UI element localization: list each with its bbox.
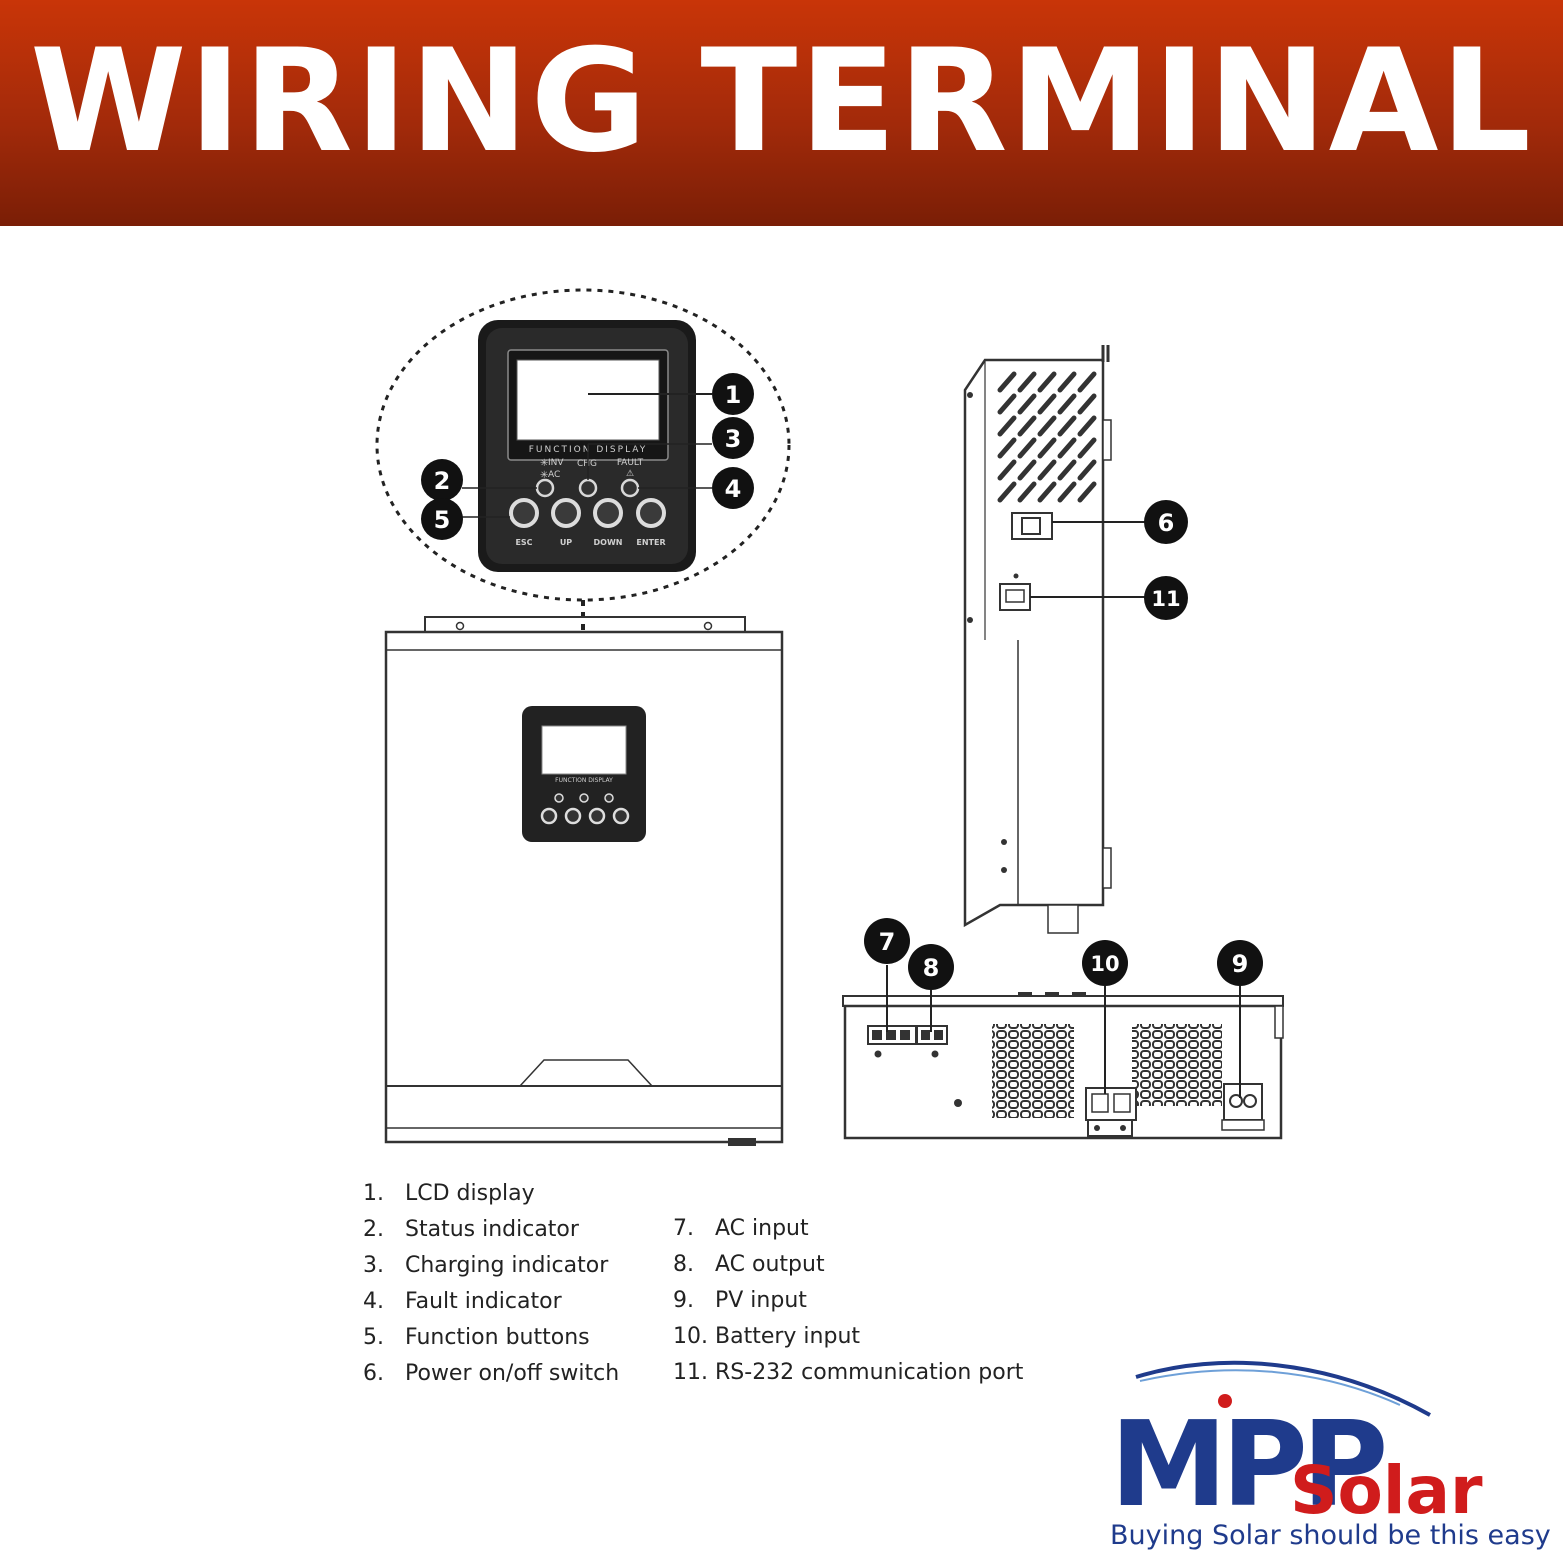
panel-zoom: FUNCTION DISPLAY INV AC ✳ ✳ CHG FAULT ⚠ … — [375, 288, 791, 705]
callout-11: 11 — [1144, 576, 1188, 620]
callout-8: 8 — [908, 944, 954, 990]
callout-5: 5 — [421, 498, 463, 540]
legend-item: 1.LCD display — [363, 1181, 535, 1206]
legend-item: 2.Status indicator — [363, 1217, 579, 1242]
panel-brand: FUNCTION DISPLAY — [529, 445, 648, 455]
legend-item: 7.AC input — [673, 1216, 809, 1241]
bottom-vent-grid-left — [992, 1024, 1074, 1118]
callout-9: 9 — [1217, 940, 1263, 986]
svg-text:10: 10 — [1090, 952, 1119, 976]
side-view — [963, 345, 1145, 934]
side-vent-slots — [997, 371, 1097, 503]
down-button[interactable] — [593, 498, 623, 528]
logo-word: Solar — [1290, 1452, 1483, 1529]
status-led — [535, 478, 555, 498]
front-view: FUNCTION DISPLAY — [384, 616, 784, 1146]
page-title: WIRING TERMINAL — [29, 19, 1534, 184]
svg-text:5: 5 — [434, 506, 451, 534]
legend-item: 5.Function buttons — [363, 1325, 590, 1350]
svg-text:7: 7 — [879, 928, 896, 956]
svg-text:1: 1 — [725, 381, 742, 409]
chg-label: CHG — [577, 459, 597, 469]
legend-item: 8.AC output — [673, 1252, 825, 1277]
legend-item: 9.PV input — [673, 1288, 807, 1313]
ac-led-icon: ✳ — [540, 470, 548, 481]
callout-4: 4 — [712, 467, 754, 509]
legend-left: 1.LCD display 2.Status indicator 3.Charg… — [363, 1176, 619, 1392]
callout-3: 3 — [712, 417, 754, 459]
charging-led — [578, 478, 598, 498]
logo-mark: MPP — [1110, 1395, 1384, 1533]
legend-item: 4.Fault indicator — [363, 1289, 562, 1314]
fault-led — [620, 478, 640, 498]
callout-10: 10 — [1082, 940, 1128, 986]
ac-label: AC — [548, 470, 560, 480]
svg-text:3: 3 — [725, 425, 742, 453]
callout-6: 6 — [1144, 500, 1188, 544]
svg-text:9: 9 — [1232, 950, 1249, 978]
svg-text:6: 6 — [1158, 509, 1175, 537]
bottom-view — [842, 965, 1284, 1140]
legend-item: 6.Power on/off switch — [363, 1361, 620, 1386]
inv-label: INV — [548, 458, 564, 468]
svg-text:4: 4 — [725, 475, 742, 503]
up-label: UP — [560, 538, 572, 547]
callout-7: 7 — [864, 918, 910, 964]
svg-text:2: 2 — [434, 467, 451, 495]
logo-tagline: Buying Solar should be this easy — [1110, 1520, 1551, 1551]
fault-warning-icon: ⚠ — [626, 469, 634, 479]
front-panel-brand: FUNCTION DISPLAY — [555, 777, 613, 784]
down-label: DOWN — [594, 538, 623, 547]
enter-button[interactable] — [636, 498, 666, 528]
lcd-screen — [516, 359, 660, 441]
fault-label: FAULT — [617, 458, 644, 468]
legend-item: 10.Battery input — [673, 1324, 861, 1349]
legend-item: 3.Charging indicator — [363, 1253, 609, 1278]
svg-text:11: 11 — [1151, 587, 1180, 611]
enter-label: ENTER — [636, 538, 665, 547]
bottom-vent-grid-right — [1132, 1024, 1222, 1106]
inv-led-icon: ✳ — [540, 458, 548, 469]
callout-1: 1 — [712, 373, 754, 415]
title-banner: WIRING TERMINAL — [0, 0, 1563, 226]
svg-text:8: 8 — [923, 954, 940, 982]
legend-right: 7.AC input 8.AC output 9.PV input 10.Bat… — [673, 1211, 1023, 1391]
esc-label: ESC — [515, 538, 532, 547]
mpp-solar-logo: MPP Solar — [1110, 1360, 1483, 1533]
up-button[interactable] — [551, 498, 581, 528]
esc-button[interactable] — [509, 498, 539, 528]
legend-item: 11.RS-232 communication port — [673, 1360, 1024, 1385]
callout-2: 2 — [421, 459, 463, 501]
